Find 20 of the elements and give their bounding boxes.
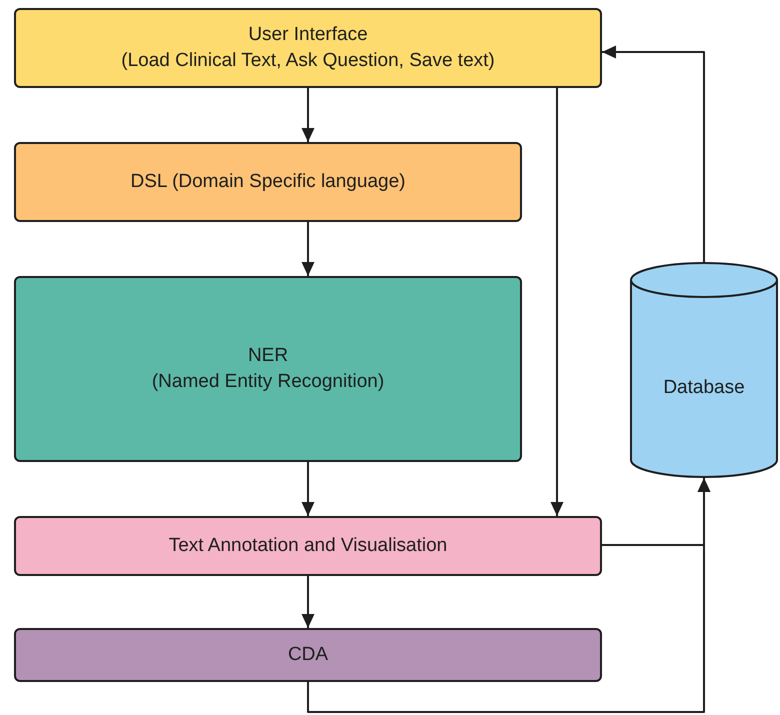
node-label: NER — [248, 344, 288, 368]
node-label: Text Annotation and Visualisation — [168, 534, 448, 558]
process-box — [14, 276, 522, 462]
arrow — [302, 576, 314, 628]
node-label: Database — [663, 376, 745, 400]
arrow — [302, 222, 314, 276]
node-label: (Load Clinical Text, Ask Question, Save text) — [121, 49, 495, 73]
process-box — [14, 142, 522, 222]
node-label: (Named Entity Recognition) — [152, 370, 384, 394]
process-box — [14, 628, 602, 682]
process-box — [14, 516, 602, 576]
node-label: User Interface — [248, 23, 368, 47]
arrow — [302, 88, 314, 142]
arrow — [302, 462, 314, 516]
process-box — [14, 8, 602, 88]
arrow — [602, 46, 705, 262]
node-label: DSL (Domain Specific language) — [130, 170, 406, 194]
node-label: CDA — [288, 643, 328, 667]
arrow — [550, 88, 564, 516]
arrow — [307, 478, 710, 713]
